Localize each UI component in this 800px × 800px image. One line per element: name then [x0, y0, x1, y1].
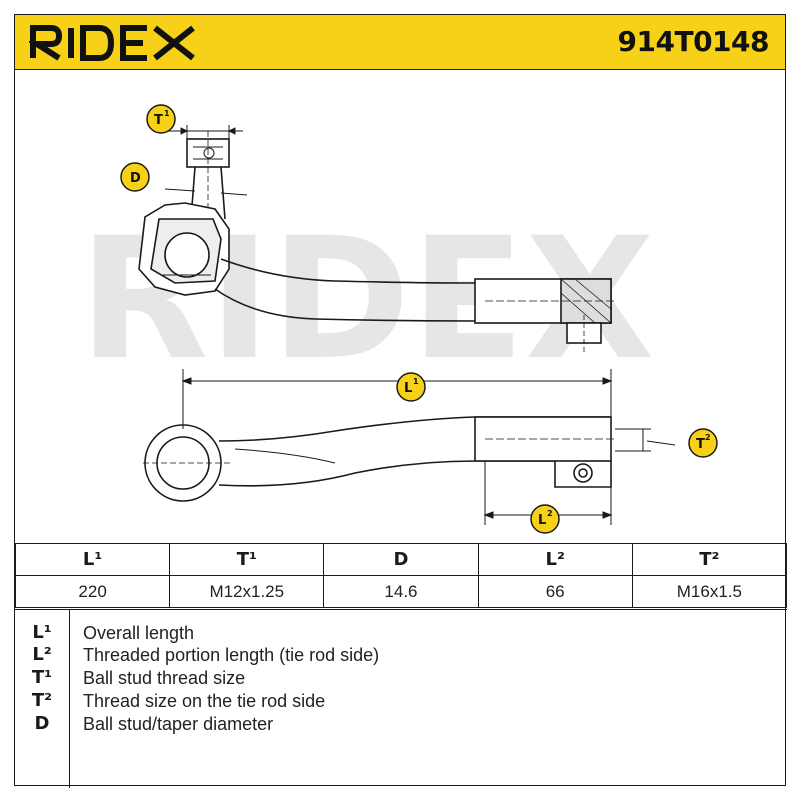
callout-l1: L 1 — [396, 372, 426, 402]
technical-drawing: RIDEX — [79, 104, 718, 534]
legend-item: L² Threaded portion length (tie rod side… — [15, 644, 787, 666]
legend-symbol: D — [34, 713, 50, 734]
legend-symbol: T¹ — [31, 667, 53, 688]
tie-rod-end-top-view — [143, 416, 615, 502]
callout-d: D — [120, 162, 150, 192]
legend: L¹ Overall length L² Threaded portion le… — [15, 609, 787, 788]
spec-header-t2: T² — [631, 543, 788, 576]
header-bar: 914T0148 — [15, 15, 785, 70]
svg-text:D: D — [130, 171, 141, 186]
legend-item: D Ball stud/taper diameter — [15, 713, 787, 735]
spec-table-value-row: 220 M12x1.25 14.6 66 M16x1.5 — [14, 575, 788, 608]
svg-text:T: T — [696, 437, 705, 452]
svg-text:1: 1 — [164, 109, 170, 118]
legend-description: Ball stud thread size — [83, 668, 246, 688]
legend-description: Thread size on the tie rod side — [83, 691, 326, 711]
spec-value-l2: 66 — [477, 575, 633, 608]
spec-sheet: 914T0148 RIDEX — [14, 14, 788, 788]
part-number: 914T0148 — [617, 25, 770, 58]
dimension-t1 — [165, 125, 243, 139]
svg-text:L: L — [404, 381, 412, 396]
legend-symbol: L² — [32, 644, 52, 665]
spec-value-t1: M12x1.25 — [169, 575, 325, 608]
brand-logo — [29, 25, 195, 61]
legend-description: Overall length — [83, 623, 195, 643]
legend-item: L¹ Overall length — [15, 622, 787, 644]
legend-description: Threaded portion length (tie rod side) — [83, 645, 380, 665]
spec-header-l2: L² — [477, 543, 633, 576]
legend-item: T¹ Ball stud thread size — [15, 667, 787, 689]
spec-value-t2: M16x1.5 — [631, 575, 788, 608]
legend-symbol: T² — [31, 690, 53, 711]
svg-text:1: 1 — [413, 377, 419, 386]
svg-text:2: 2 — [547, 509, 553, 518]
spec-header-l1: L¹ — [14, 543, 171, 576]
spec-table-header-row: L¹ T¹ D L² T² — [14, 543, 788, 576]
callout-l2: L 2 — [530, 504, 560, 534]
spec-value-l1: 220 — [14, 575, 171, 608]
spec-table: L¹ T¹ D L² T² 220 M12x1.25 14.6 66 M16x1… — [14, 543, 788, 608]
legend-item: T² Thread size on the tie rod side — [15, 690, 787, 712]
spec-value-d: 14.6 — [323, 575, 479, 608]
dimension-d — [164, 188, 248, 196]
callout-t2: T 2 — [688, 428, 718, 458]
dimension-t2 — [615, 428, 676, 452]
legend-divider — [69, 610, 70, 788]
callout-t1: T 1 — [146, 104, 176, 134]
dimension-l1 — [181, 369, 613, 429]
legend-description: Ball stud/taper diameter — [83, 714, 274, 734]
spec-header-d: D — [323, 543, 479, 576]
legend-symbol: L¹ — [32, 622, 52, 643]
tie-rod-end-side-view — [138, 131, 615, 354]
svg-text:L: L — [538, 513, 546, 528]
spec-header-t1: T¹ — [169, 543, 325, 576]
svg-text:2: 2 — [705, 433, 711, 442]
svg-text:T: T — [154, 113, 163, 128]
